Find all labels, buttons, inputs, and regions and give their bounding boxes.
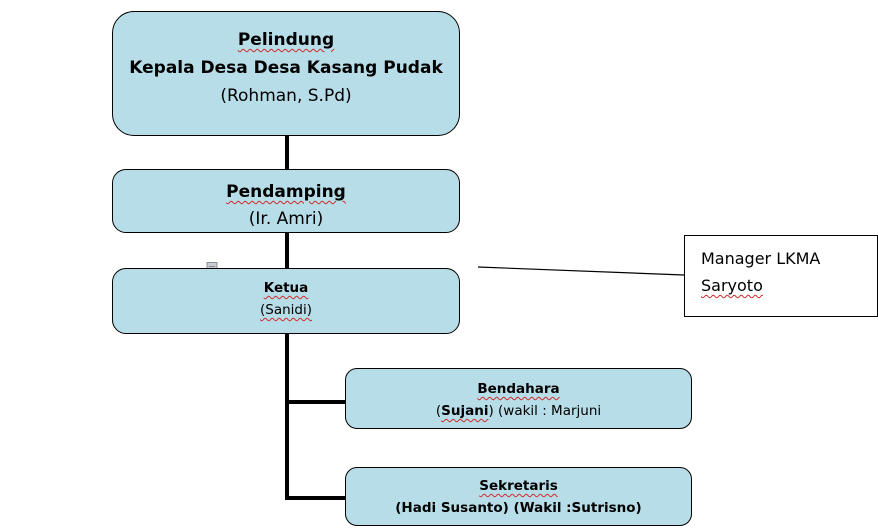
sekretaris-role: Sekretaris [479,478,558,494]
node-ketua: Ketua (Sanidi) [112,268,460,334]
connector-ketua-trunk [285,334,289,500]
pelindung-role: Pelindung [237,30,335,50]
bendahara-wakil: (wakil : Marjuni [498,403,602,419]
connector-pendamping-ketua [285,233,289,268]
manager-lkma-box: Manager LKMA Saryoto [684,235,878,317]
pendamping-role: Pendamping [226,182,346,202]
node-pelindung: Pelindung Kepala Desa Desa Kasang Pudak … [112,11,460,136]
ketua-role: Ketua [263,280,309,296]
connector-branch-sekretaris [285,496,345,500]
bendahara-name: Sujani [441,403,489,419]
node-bendahara: Bendahara (Sujani) (wakil : Marjuni [345,368,692,429]
pelindung-title: Kepala Desa Desa Kasang Pudak [129,58,443,78]
pendamping-name: (Ir. Amri) [248,209,324,229]
connector-branch-bendahara [285,400,345,404]
manager-title: Manager LKMA [701,249,821,268]
node-pendamping: Pendamping (Ir. Amri) [112,169,460,233]
ketua-name: (Sanidi) [259,302,312,318]
connector-pelindung-pendamping [285,136,289,169]
manager-name: Saryoto [701,276,763,295]
bendahara-role: Bendahara [477,381,560,397]
sekretaris-name: (Hadi Susanto) (Wakil :Sutrisno) [395,500,642,516]
pelindung-name: (Rohman, S.Pd) [220,86,352,106]
node-sekretaris: Sekretaris (Hadi Susanto) (Wakil :Sutris… [345,467,692,526]
